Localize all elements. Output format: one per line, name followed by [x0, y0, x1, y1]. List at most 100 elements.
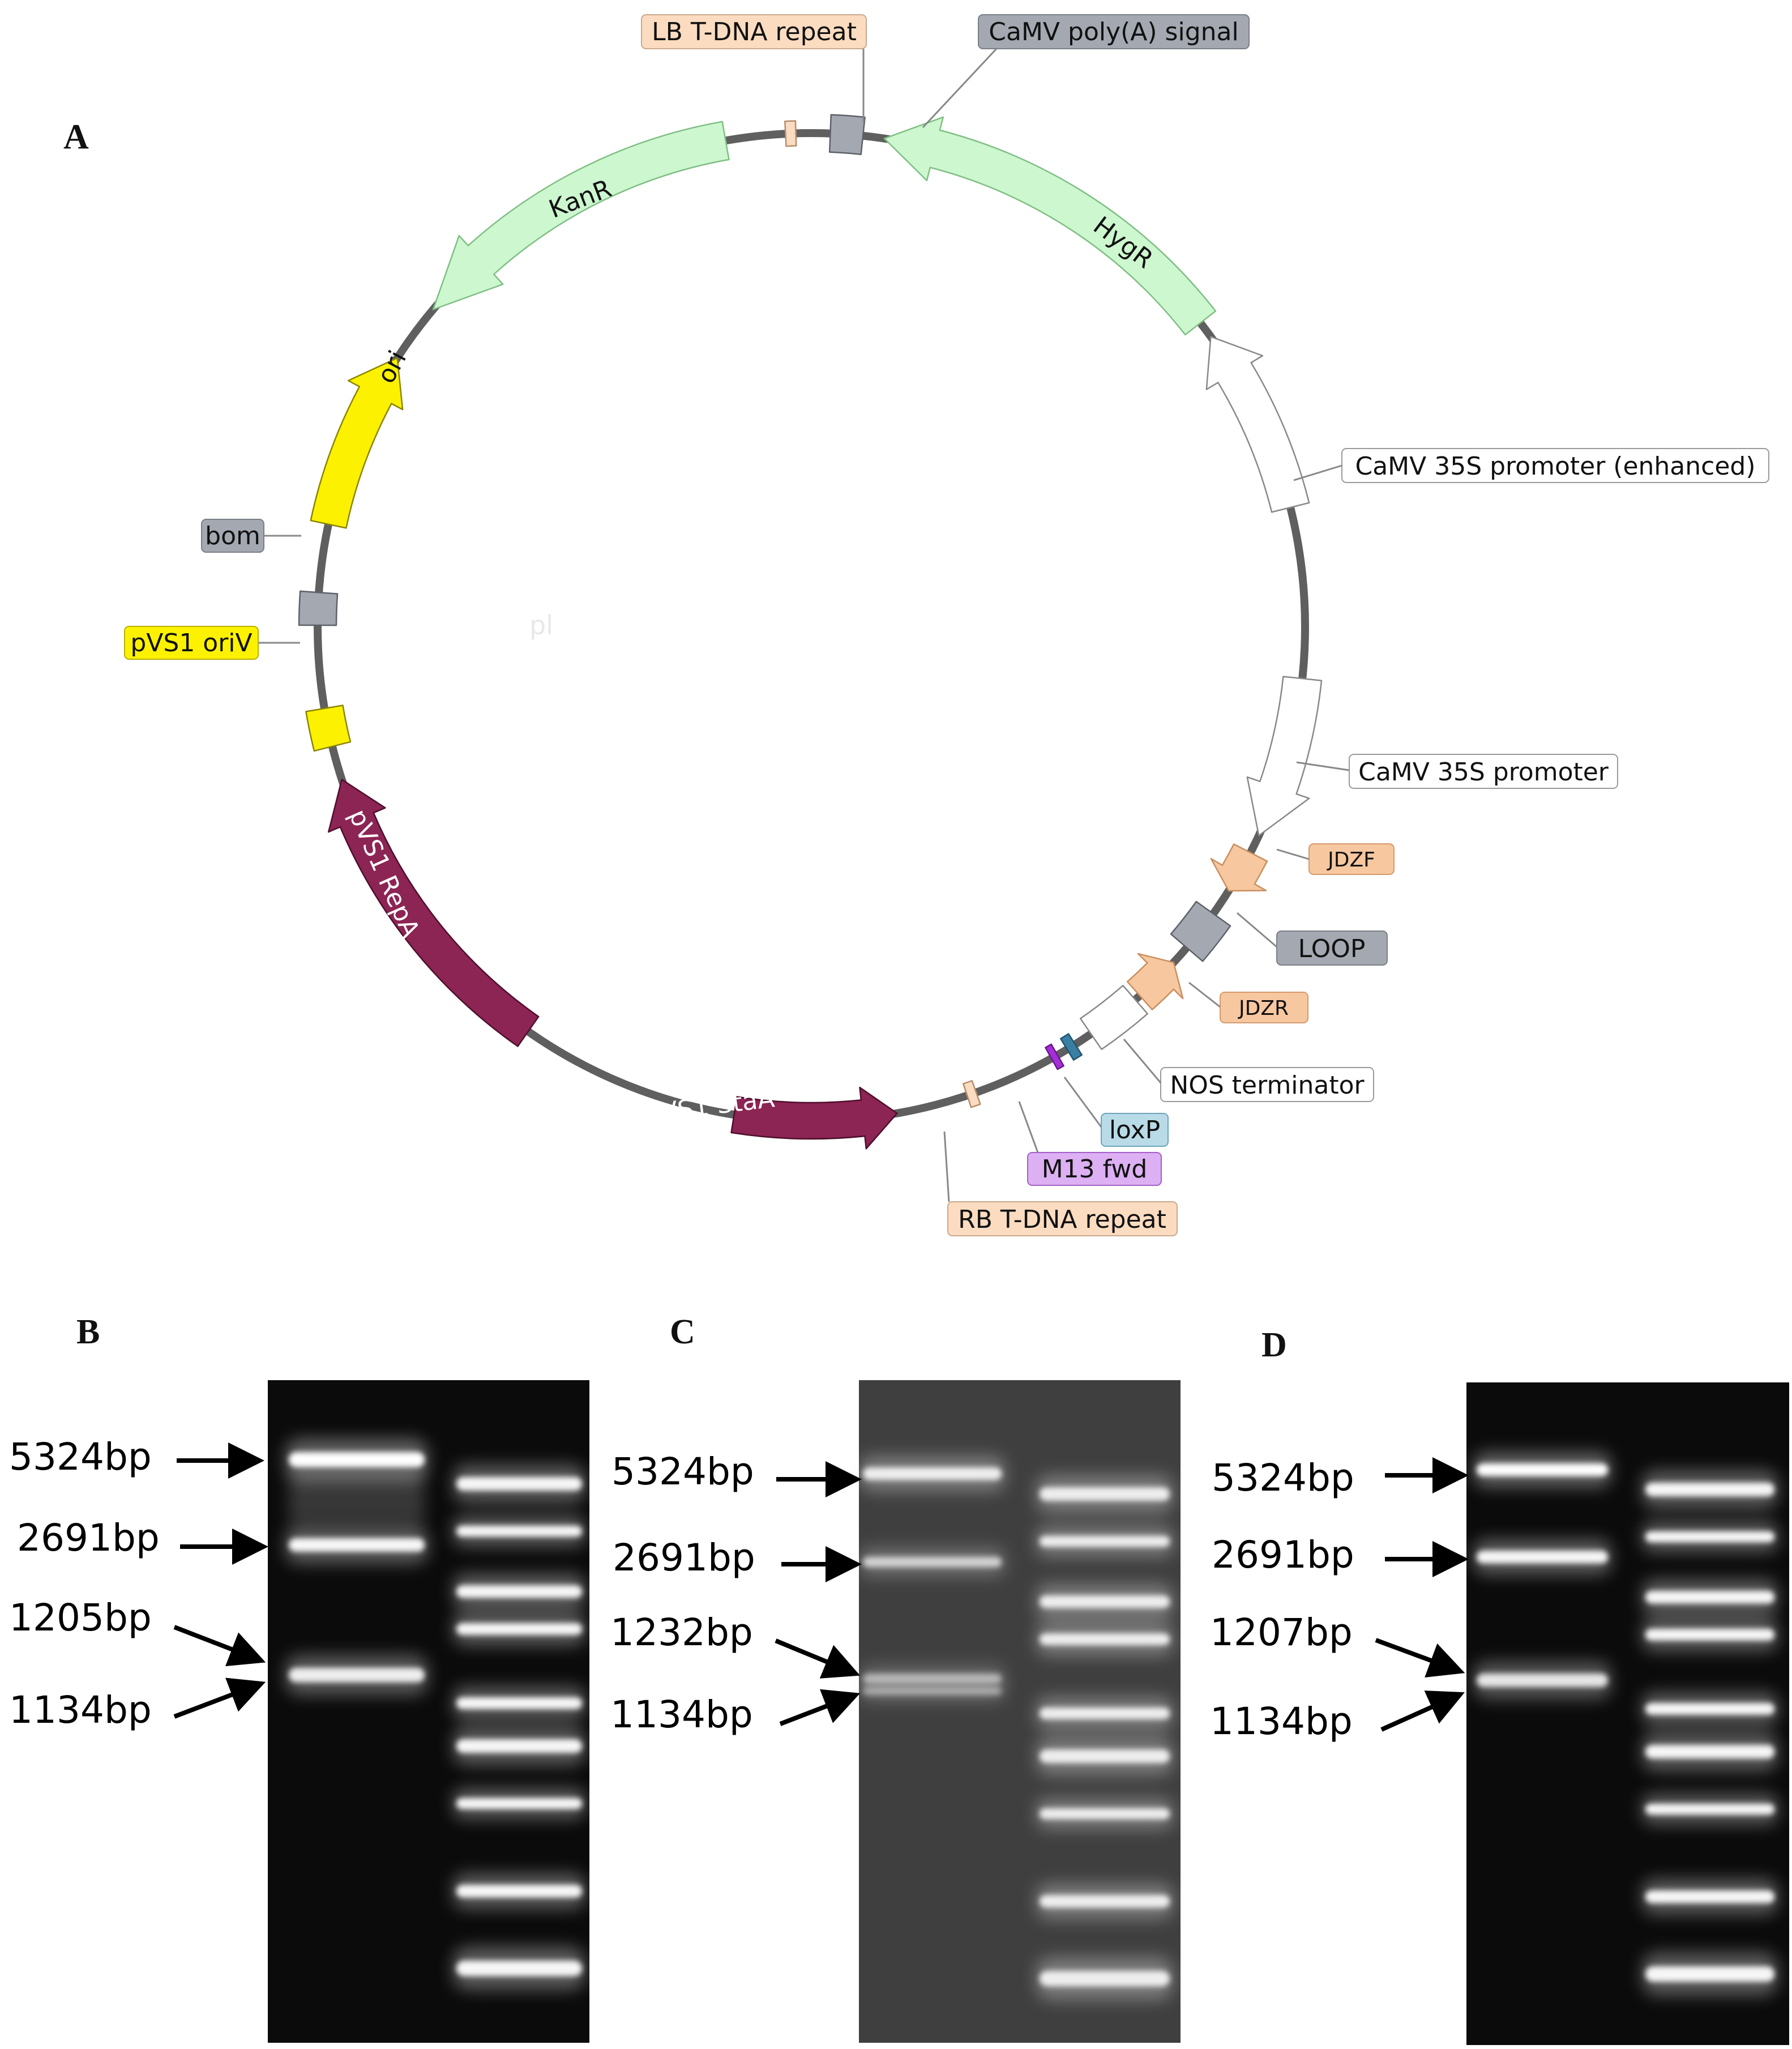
gel-c-sample-band: [863, 1467, 1002, 1480]
gel-b-ladder-band: [456, 1585, 582, 1598]
loxp-marker: [1060, 1033, 1083, 1061]
bom-label: bom: [205, 522, 260, 550]
gel-b-ladder-band: [456, 1623, 582, 1635]
gel-c-sample-band: [863, 1687, 1002, 1696]
feature-labels: LB T-DNA repeat CaMV poly(A) signal CaMV…: [124, 14, 1769, 1236]
panel-d-letter: D: [1261, 1326, 1287, 1364]
oriv-label: pVS1 oriV: [130, 629, 252, 658]
gel-d-ladder-band: [1645, 1703, 1774, 1715]
gel-c-size-label-text: 5324bp: [611, 1450, 754, 1493]
camv35s-leader: [1296, 761, 1350, 771]
gel-c-size-label-arrow: [775, 1638, 861, 1679]
gel-b-size-label-text: 1134bp: [9, 1688, 152, 1732]
gel-b-ladder-band: [456, 1961, 582, 1977]
pvs1-oriv-box: [305, 705, 352, 752]
pvs1-staa-arrow: [730, 1086, 898, 1150]
jdzr-label: JDZR: [1238, 997, 1289, 1020]
gel-b-ladder-band: [456, 1885, 582, 1898]
gel-b-sample-band: [289, 1668, 425, 1683]
gel-c-ladder-band: [1040, 1536, 1170, 1547]
gel-b-ladder-band: [456, 1697, 582, 1709]
camv35s-label-box: [1349, 754, 1618, 789]
loxp-label-box: [1101, 1113, 1169, 1147]
rb-repeat-leader: [943, 1131, 950, 1202]
gel-c-ladder-band: [1040, 1971, 1170, 1987]
gel-c-ladder-band: [1040, 1708, 1170, 1719]
gel-b-size-label-text: 2691bp: [17, 1516, 160, 1560]
gel-d-sample-band: [1477, 1551, 1608, 1564]
gel-c-bands: [859, 1455, 1173, 2000]
gel-d-ladder-band: [1645, 1804, 1774, 1815]
gel-b-size-label-text: 1205bp: [9, 1596, 152, 1640]
ori-arrow: [310, 357, 404, 529]
rb-repeat-label: RB T-DNA repeat: [958, 1205, 1166, 1234]
rb-repeat-marker: [963, 1080, 981, 1108]
jdzr-arrow: [1126, 953, 1184, 1010]
gel-d-size-label-text: 2691bp: [1212, 1533, 1354, 1577]
loop-leader: [1237, 912, 1277, 948]
gel-c-ladder-band: [1040, 1808, 1170, 1820]
gel-d-size-label-arrow: [1380, 1691, 1465, 1732]
gel-c-ladder-band: [1040, 1487, 1170, 1501]
gel-b-sample-band: [289, 1538, 425, 1552]
gel-d-ladder-band: [1645, 1745, 1774, 1758]
gel-c-ladder-band: [1040, 1595, 1170, 1608]
gel-d-bands: [1473, 1452, 1778, 1996]
gel-d-ladder-band: [1645, 1629, 1774, 1641]
gel-b-bands: [285, 1438, 585, 1990]
pvs1-repa-arrow: [327, 779, 540, 1047]
gel-c-ladder-band: [1040, 1895, 1170, 1908]
gel-d-ladder-band: [1645, 1483, 1774, 1496]
gel-b-ladder-band: [456, 1739, 582, 1753]
gel-b-size-label-arrow: [173, 1625, 266, 1667]
jdzf-leader: [1276, 848, 1310, 860]
panel-a-letter: A: [63, 118, 89, 156]
camv-polya-box: [828, 114, 866, 155]
jdzr-leader: [1188, 981, 1221, 1008]
m13-leader: [1018, 1101, 1039, 1153]
bom-box: [298, 590, 339, 626]
loop-label: LOOP: [1298, 934, 1366, 963]
nos-label-box: [1160, 1067, 1374, 1102]
gel-c-size-label-text: 1232bp: [610, 1611, 753, 1654]
gel-d-size-label-text: 1207bp: [1210, 1611, 1353, 1654]
gel-b-smear: [289, 1472, 425, 1523]
polya-leader: [922, 48, 998, 129]
polya-label: CaMV poly(A) signal: [989, 18, 1238, 46]
gel-d-ladder-band: [1645, 1966, 1774, 1982]
gel-b-ladder-band: [456, 1477, 582, 1491]
repa-inline-label: pVS1 RepA: [343, 805, 425, 941]
gel-d-ladder-band: [1645, 1890, 1774, 1903]
nos-leader: [1123, 1039, 1162, 1083]
camv35s-enh-leader: [1293, 464, 1342, 481]
jdzf-arrow: [1210, 843, 1268, 892]
panel-a: A pl LB T-DNA repeat CaMV poly(A) signal…: [63, 14, 1769, 1236]
gel-c-size-label-text: 1134bp: [610, 1693, 753, 1736]
m13-fwd-marker: [1045, 1043, 1064, 1070]
plasmid-features: [298, 114, 1323, 1150]
m13-label-box: [1027, 1152, 1162, 1186]
gel-c-size-label-arrow: [779, 1689, 861, 1726]
gel-b-ladder-band: [456, 1798, 582, 1809]
plasmid-name-faint: pl: [529, 610, 553, 641]
gel-c-sample-band: [863, 1557, 1002, 1568]
nos-label: NOS terminator: [1170, 1071, 1365, 1100]
camv35s-enh-label: CaMV 35S promoter (enhanced): [1355, 452, 1755, 481]
hygr-arrow: [883, 116, 1217, 336]
gel-d-size-label-arrow: [1375, 1638, 1465, 1677]
panel-c-letter: C: [670, 1313, 695, 1351]
camv35s-enh-arrow: [1205, 336, 1310, 513]
gel-c-ladder-band: [1040, 1633, 1170, 1645]
gel-d-size-label-text: 5324bp: [1212, 1456, 1354, 1500]
loop-box: [1170, 900, 1231, 962]
gel-d-ladder-band: [1645, 1531, 1774, 1543]
gel-b-sample-band: [289, 1452, 425, 1467]
rb-repeat-label-box: [947, 1201, 1178, 1236]
gel-d-sample-band: [1477, 1674, 1608, 1687]
